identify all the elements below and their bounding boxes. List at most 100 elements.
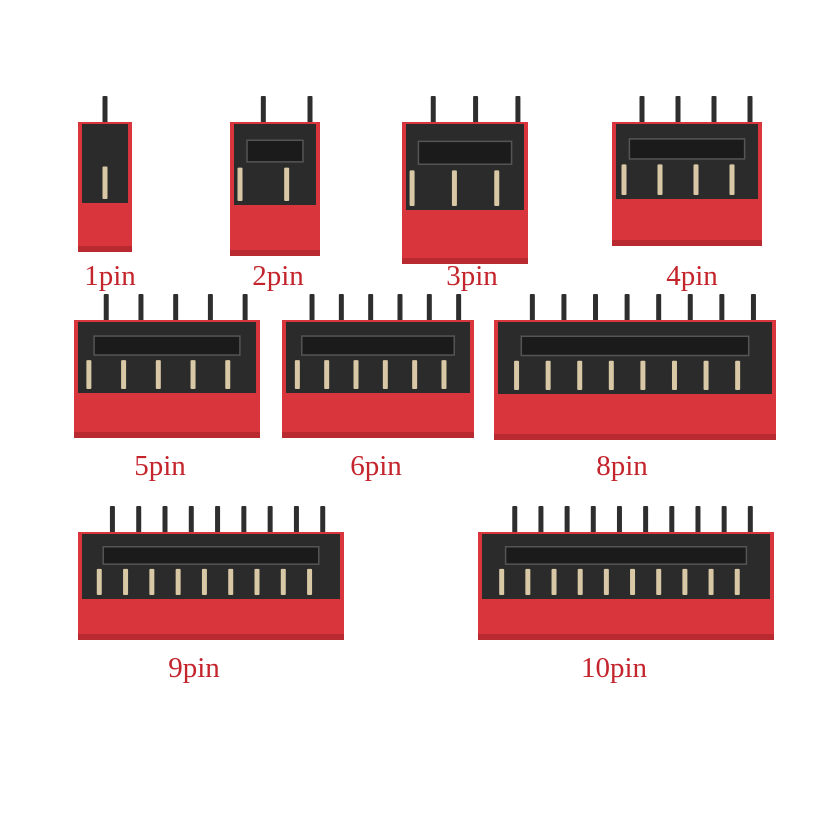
label-5pin: 5pin: [134, 450, 186, 482]
dip-switch-4pin: [612, 96, 762, 246]
pin-front: [353, 360, 359, 389]
slider-window: [417, 140, 513, 165]
pin-back: [320, 506, 326, 538]
pin-front: [693, 164, 699, 195]
housing-edge: [282, 432, 474, 438]
pin-back: [747, 506, 753, 538]
slider-window: [93, 335, 241, 356]
pin-front: [280, 568, 286, 595]
pin-back: [750, 294, 756, 326]
pin-back: [719, 294, 725, 326]
pin-back: [695, 506, 701, 538]
pin-front: [708, 568, 714, 595]
pin-back: [590, 506, 596, 538]
label-1pin: 1pin: [84, 260, 136, 292]
pin-back: [136, 506, 142, 538]
pin-back: [103, 294, 109, 326]
pin-back: [188, 506, 194, 538]
pin-back: [207, 294, 213, 326]
pin-front: [228, 568, 234, 595]
pin-back: [242, 294, 248, 326]
switch-top-face: [406, 124, 524, 210]
switch-top-face: [498, 322, 772, 394]
pin-front: [123, 568, 129, 595]
label-2pin: 2pin: [252, 260, 304, 292]
dip-switch-2pin: [230, 96, 320, 256]
pin-front: [703, 360, 709, 390]
pin-back: [109, 506, 115, 538]
dip-switch-6pin: [282, 294, 474, 438]
pin-back: [656, 294, 662, 326]
pin-back: [338, 294, 344, 326]
label-3pin: 3pin: [446, 260, 498, 292]
pin-front: [494, 170, 500, 206]
pin-back: [307, 96, 313, 128]
pin-front: [121, 360, 127, 389]
pin-front: [412, 360, 418, 389]
pin-back: [512, 506, 518, 538]
switch-top-face: [286, 322, 470, 393]
pin-back: [564, 506, 570, 538]
pin-back: [747, 96, 753, 128]
slider-window: [102, 545, 320, 565]
pin-back: [309, 294, 315, 326]
pin-front: [284, 167, 290, 201]
pin-front: [190, 360, 196, 389]
label-10pin: 10pin: [580, 652, 648, 684]
pin-back: [426, 294, 432, 326]
housing-edge: [612, 240, 762, 246]
pin-back: [456, 294, 462, 326]
housing-edge: [402, 258, 528, 264]
label-8pin: 8pin: [596, 450, 648, 482]
pin-front: [102, 166, 108, 199]
slider-window: [504, 545, 748, 565]
pin-front: [307, 568, 313, 595]
pin-front: [409, 170, 415, 206]
pin-front: [149, 568, 155, 595]
switch-top-face: [616, 124, 758, 199]
pin-back: [593, 294, 599, 326]
label-6pin: 6pin: [350, 450, 402, 482]
pin-front: [525, 568, 531, 595]
pin-back: [687, 294, 693, 326]
pin-front: [603, 568, 609, 595]
pin-back: [473, 96, 479, 128]
pin-back: [529, 294, 535, 326]
pin-back: [162, 506, 168, 538]
housing-edge: [74, 432, 260, 438]
pin-back: [102, 96, 108, 128]
slider-window: [520, 335, 750, 357]
pin-front: [545, 360, 551, 390]
pin-back: [138, 294, 144, 326]
pin-front: [201, 568, 207, 595]
dip-switch-3pin: [402, 96, 528, 264]
pin-back: [241, 506, 247, 538]
pin-back: [675, 96, 681, 128]
pin-front: [682, 568, 688, 595]
pin-front: [630, 568, 636, 595]
slider-window: [301, 335, 455, 356]
pin-front: [175, 568, 181, 595]
pin-back: [215, 506, 221, 538]
housing-edge: [230, 250, 320, 256]
pin-back: [293, 506, 299, 538]
pin-back: [515, 96, 521, 128]
pin-front: [96, 568, 102, 595]
pin-back: [616, 506, 622, 538]
pin-back: [669, 506, 675, 538]
pin-front: [577, 568, 583, 595]
pin-front: [734, 568, 740, 595]
pin-front: [225, 360, 231, 389]
pin-back: [397, 294, 403, 326]
housing-edge: [494, 434, 776, 440]
pin-front: [608, 360, 614, 390]
pin-front: [382, 360, 388, 389]
switch-top-face: [234, 124, 316, 205]
slider-window: [246, 139, 304, 163]
label-9pin: 9pin: [168, 652, 220, 684]
pin-back: [267, 506, 273, 538]
switch-top-face: [482, 534, 770, 599]
dip-switch-5pin: [74, 294, 260, 438]
pin-front: [735, 360, 741, 390]
